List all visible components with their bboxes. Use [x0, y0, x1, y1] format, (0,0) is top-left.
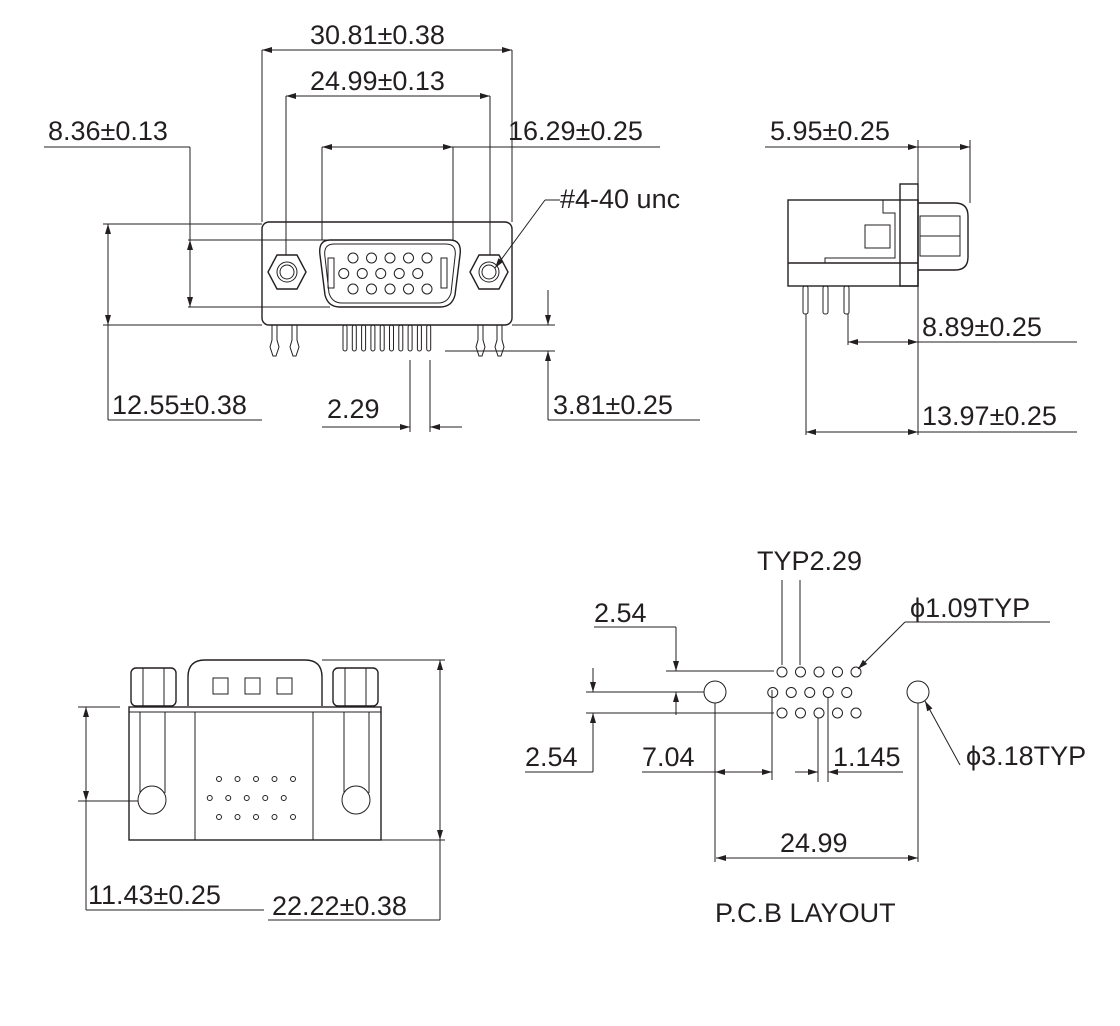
pcb-lead [416, 324, 422, 352]
dim-shell-width: 16.29±0.25 [508, 116, 643, 146]
board-lock [475, 325, 486, 357]
dim-pitch-typ: TYP2.29 [757, 546, 862, 576]
pin-hole [832, 666, 843, 678]
pcb-lead [361, 324, 367, 352]
pin-socket [280, 795, 287, 801]
pin-hole [813, 666, 825, 678]
dim-pin-length: 3.81±0.25 [553, 390, 673, 420]
dim-screw-height: 11.43±0.25 [88, 880, 221, 910]
dim-row-spacing-top: 2.54 [594, 598, 647, 628]
pin-socket [206, 795, 213, 801]
pin-socket [403, 283, 414, 295]
dim-overall-width: 30.81±0.38 [310, 20, 445, 50]
pin-socket [384, 283, 396, 295]
pin-socket [243, 795, 250, 801]
pin-socket [290, 814, 296, 820]
dim-flange-depth: 5.95±0.25 [770, 116, 890, 146]
board-lock [289, 325, 300, 357]
dim-bottom-overall-height: 22.22±0.38 [272, 891, 407, 921]
pin-hole [804, 687, 816, 698]
pin-hole [822, 687, 834, 698]
pcb-lead [398, 324, 404, 352]
pin-hole [841, 687, 853, 698]
dim-row-spacing-left: 2.54 [525, 742, 578, 772]
pcb-lead [370, 324, 376, 352]
board-lock [269, 325, 280, 357]
bottom-pin-grid [206, 776, 296, 820]
pin-hole [795, 707, 806, 719]
pin-hole [785, 687, 797, 698]
pin-socket [375, 268, 387, 279]
dim-pin-hole: ϕ1.09TYP [910, 593, 1030, 623]
front-view: 30.81±0.38 24.99±0.13 8.36±0.13 16.29±0.… [44, 20, 700, 432]
pcb-lead [407, 324, 413, 352]
dim-mount-pitch: 24.99±0.13 [310, 66, 445, 96]
pin-socket [234, 776, 241, 782]
pin-socket [290, 776, 296, 782]
pcb-lead [426, 324, 432, 352]
pin-socket [412, 268, 424, 279]
pin-socket [262, 795, 269, 801]
pin-socket [347, 252, 359, 264]
dim-overall-depth: 13.97±0.25 [922, 401, 1057, 431]
pin-socket [225, 795, 232, 801]
pin-socket [216, 814, 222, 820]
pin-socket [253, 776, 259, 782]
pin-socket [271, 814, 278, 820]
dim-pcb-mount-pitch: 24.99 [780, 828, 848, 858]
bottom-view: 11.43±0.25 22.22±0.38 [78, 659, 445, 921]
pin-socket [271, 776, 278, 782]
screw-right [469, 254, 509, 290]
dim-mount-hole: ϕ3.18TYP [966, 741, 1086, 771]
pin-socket [403, 252, 414, 264]
pin-socket [384, 252, 396, 264]
pcb-layout-title: P.C.B LAYOUT [715, 898, 896, 928]
side-view: 5.95±0.25 8.89±0.25 13.97±0.25 [765, 116, 1077, 435]
pin-socket [366, 252, 377, 264]
pcb-lead [351, 324, 357, 352]
mount-hole-right [906, 680, 930, 704]
pin-socket [421, 283, 433, 295]
pcb-leads [269, 324, 505, 357]
pcb-pin-holes [767, 666, 862, 719]
pin-socket [338, 268, 350, 279]
dim-pin-pitch: 2.29 [327, 394, 380, 424]
thread-callout: #4-40 unc [560, 184, 680, 214]
pin-socket [253, 814, 259, 820]
pin-hole [850, 666, 862, 678]
connector-body [261, 221, 513, 326]
pin-socket [366, 283, 377, 295]
dim-pin-offset: 8.89±0.25 [922, 312, 1042, 342]
pin-hole [795, 666, 806, 678]
pin-socket [393, 268, 405, 279]
pcb-lead [389, 324, 394, 352]
pcb-lead [379, 324, 385, 352]
pin-socket [347, 283, 359, 295]
pin-sockets [338, 252, 433, 295]
pin-hole [767, 687, 779, 698]
d-shell [319, 239, 461, 308]
pcb-lead [342, 324, 348, 352]
mount-hole-left [703, 680, 727, 704]
dim-body-height: 8.36±0.13 [48, 116, 168, 146]
dim-overall-height: 12.55±0.38 [112, 390, 247, 420]
pin-hole [832, 707, 843, 719]
screw-left [267, 254, 307, 290]
pin-hole [850, 707, 862, 719]
pin-socket [356, 268, 368, 279]
dim-offset: 7.04 [642, 742, 695, 772]
pcb-layout: TYP2.29 2.54 ϕ1.09TYP 2.54 7.04 1.145 ϕ3… [525, 546, 1086, 928]
pin-socket [234, 814, 241, 820]
pin-hole [776, 666, 788, 678]
board-lock [494, 325, 505, 357]
pin-hole [776, 707, 788, 719]
pin-socket [216, 776, 222, 782]
pin-socket [421, 252, 433, 264]
dim-stagger: 1.145 [833, 742, 901, 772]
pin-hole [813, 707, 825, 719]
